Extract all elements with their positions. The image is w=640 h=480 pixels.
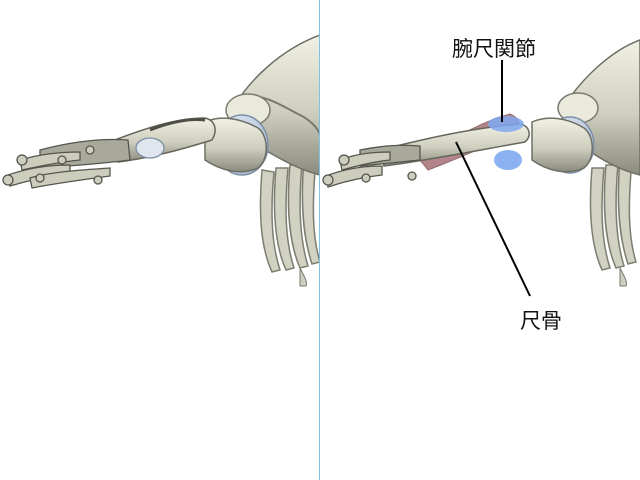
rib-tip bbox=[299, 267, 307, 287]
rib-tip bbox=[619, 267, 627, 287]
ribs bbox=[589, 159, 637, 271]
forearm-edge bbox=[149, 118, 206, 132]
forelimb-skeleton-right bbox=[322, 39, 640, 297]
ulna-joint-highlight bbox=[494, 150, 522, 170]
forelimb-skeleton-left bbox=[2, 34, 320, 287]
wrist-cartilage bbox=[135, 137, 165, 159]
ribs bbox=[259, 159, 320, 273]
label-humeroulnar-joint: 腕尺関節 bbox=[452, 37, 536, 61]
label-ulna: 尺骨 bbox=[520, 309, 562, 333]
left-panel bbox=[2, 34, 320, 287]
leader-line-bottom bbox=[455, 141, 531, 297]
humerus bbox=[531, 117, 593, 173]
right-panel bbox=[320, 0, 640, 480]
humeroulnar-joint-highlight bbox=[488, 116, 524, 132]
hand bbox=[2, 138, 131, 189]
hand bbox=[322, 144, 421, 188]
humerus bbox=[204, 117, 267, 173]
